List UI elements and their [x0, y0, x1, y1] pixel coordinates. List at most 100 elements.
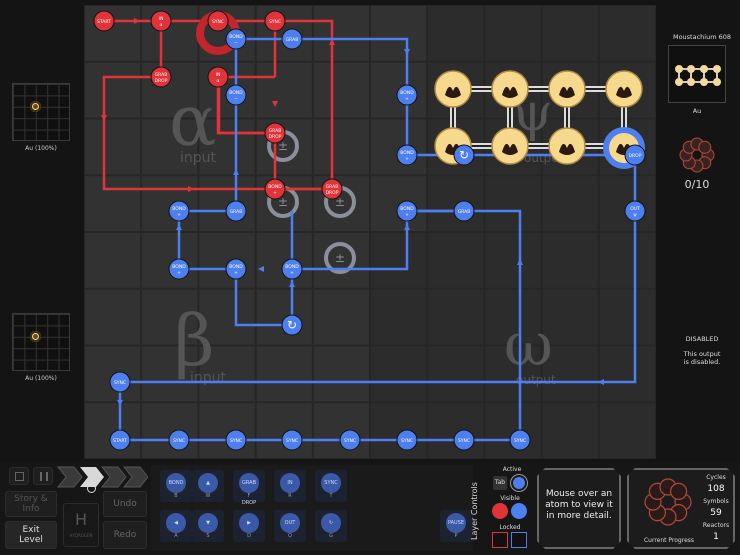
gold-atom[interactable] [491, 127, 529, 165]
grid-cell[interactable] [599, 176, 655, 231]
grid-cell[interactable] [599, 403, 655, 458]
blue-instruction-circle[interactable] [109, 429, 131, 451]
grid-cell[interactable] [313, 346, 369, 402]
blue-instruction-circle[interactable] [396, 200, 418, 222]
blue-instruction[interactable]: GRAB [281, 28, 303, 50]
blue-instruction-circle[interactable] [225, 258, 247, 280]
palette-instruction[interactable]: ▶D [233, 510, 265, 542]
grid-cell[interactable] [542, 233, 598, 288]
blue-instruction-circle[interactable] [225, 429, 247, 451]
blue-instruction[interactable]: SYNC [339, 429, 361, 451]
blue-instruction-circle[interactable] [396, 429, 418, 451]
red-instruction-circle[interactable] [321, 178, 343, 200]
grid-cell[interactable] [85, 403, 141, 458]
hydrogen-button[interactable]: H HYDROGEN [63, 503, 99, 547]
grid-cell[interactable] [85, 289, 141, 345]
grid-cell[interactable] [142, 233, 198, 288]
grid-cell[interactable] [542, 289, 598, 345]
red-instruction[interactable]: INα [150, 10, 172, 32]
blue-instruction[interactable]: START [109, 429, 131, 451]
grid-cell[interactable] [428, 403, 484, 458]
blue-instruction[interactable]: BOND+ [396, 144, 418, 166]
grid-cell[interactable] [256, 289, 312, 345]
pause-button[interactable] [33, 467, 53, 485]
product-preview[interactable] [668, 45, 726, 103]
grid-cell[interactable] [542, 176, 598, 231]
red-instruction[interactable]: INα [207, 66, 229, 88]
blue-instruction[interactable]: SYNC [168, 429, 190, 451]
palette-instruction[interactable]: ▼S [192, 510, 224, 542]
palette-instruction[interactable]: ◀A [160, 510, 192, 542]
blue-instruction-circle[interactable] [109, 371, 131, 393]
red-instruction[interactable]: START [93, 10, 115, 32]
grid-cell[interactable] [428, 176, 484, 231]
grid-cell[interactable] [85, 6, 141, 61]
grid-cell[interactable] [485, 403, 541, 458]
exit-level-button[interactable]: Exit Level [5, 521, 57, 549]
grid-cell[interactable] [371, 403, 427, 458]
red-instruction-circle[interactable] [207, 10, 229, 32]
grid-cell[interactable] [142, 6, 198, 61]
blue-instruction[interactable]: SYNC [396, 429, 418, 451]
grid-cell[interactable] [313, 62, 369, 118]
red-instruction-circle[interactable] [150, 10, 172, 32]
grid-cell[interactable] [371, 346, 427, 402]
grid-cell[interactable] [199, 403, 255, 458]
red-instruction-circle[interactable] [264, 178, 286, 200]
blue-instruction[interactable]: BOND+ [168, 200, 190, 222]
grid-cell[interactable] [371, 6, 427, 61]
red-instruction-circle[interactable] [207, 66, 229, 88]
grid-cell[interactable] [599, 233, 655, 288]
grid-cell[interactable] [313, 119, 369, 175]
red-instruction-circle[interactable] [93, 10, 115, 32]
grid-cell[interactable] [485, 346, 541, 402]
red-instruction-circle[interactable] [264, 122, 286, 144]
gold-atom[interactable] [491, 70, 529, 108]
grid-cell[interactable] [371, 176, 427, 231]
grid-cell[interactable] [199, 176, 255, 231]
red-instruction[interactable]: SYNC [207, 10, 229, 32]
blue-instruction-circle[interactable] [168, 200, 190, 222]
blue-instruction-circle[interactable] [168, 258, 190, 280]
grid-cell[interactable] [85, 62, 141, 118]
undo-button[interactable]: Undo [103, 491, 147, 517]
redo-button[interactable]: Redo [103, 521, 147, 549]
visible-red-layer-toggle[interactable] [492, 503, 508, 519]
red-instruction[interactable]: SYNC [264, 10, 286, 32]
grid-cell[interactable] [199, 346, 255, 402]
blue-instruction[interactable]: BOND+ [225, 258, 247, 280]
grid-cell[interactable] [142, 176, 198, 231]
grid-cell[interactable] [85, 233, 141, 288]
blue-instruction-circle[interactable] [453, 200, 475, 222]
blue-instruction[interactable]: BOND− [225, 84, 247, 106]
grid-cell[interactable] [428, 346, 484, 402]
blue-instruction-circle[interactable] [281, 429, 303, 451]
grid-cell[interactable] [428, 289, 484, 345]
blue-instruction-circle[interactable] [624, 200, 646, 222]
grid-cell[interactable] [428, 6, 484, 61]
reactor-board[interactable]: α input β input ψ output ω output ±±±± [84, 5, 656, 459]
palette-instruction[interactable]: ▲W [192, 470, 224, 502]
grid-cell[interactable] [142, 346, 198, 402]
story-info-button[interactable]: Story & Info [5, 491, 57, 517]
gold-atom[interactable] [548, 70, 586, 108]
grid-cell[interactable] [599, 6, 655, 61]
grid-cell[interactable] [199, 119, 255, 175]
fastest-icon[interactable] [122, 466, 148, 488]
locked-red-layer-toggle[interactable] [492, 532, 508, 548]
speed-controls[interactable] [56, 465, 148, 489]
blue-instruction[interactable]: BOND+ [396, 84, 418, 106]
fast-icon[interactable] [100, 466, 127, 488]
grid-cell[interactable] [199, 233, 255, 288]
red-instruction[interactable]: BOND+ [264, 178, 286, 200]
blue-instruction[interactable]: SYNC [225, 429, 247, 451]
blue-instruction[interactable]: BOND+ [168, 258, 190, 280]
blue-instruction-circle[interactable] [281, 28, 303, 50]
blue-instruction-circle[interactable] [509, 429, 531, 451]
